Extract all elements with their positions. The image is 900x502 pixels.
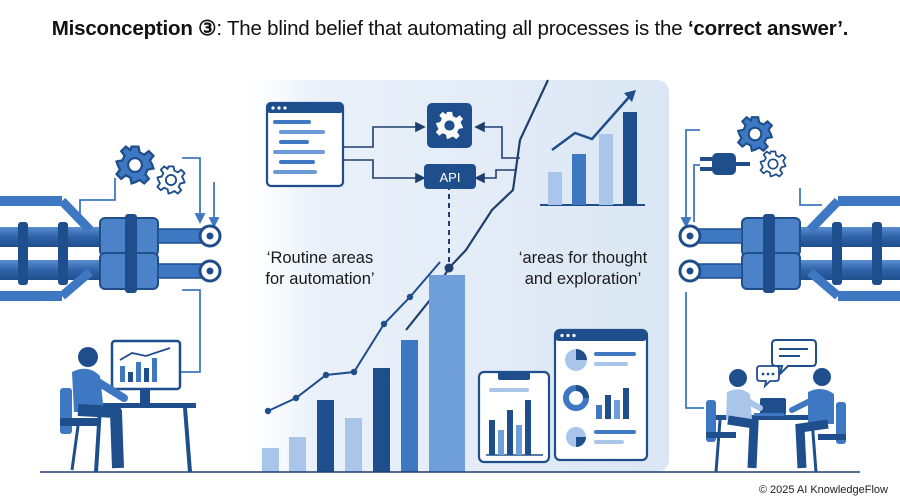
- rising-bar-chart: [262, 261, 465, 472]
- dashboard-window: [553, 328, 649, 462]
- routine-label-line1: ‘Routine areas: [266, 249, 374, 267]
- code-window-icon: [265, 101, 345, 188]
- copyright-footer: © 2025 AI KnowledgeFlow: [758, 484, 888, 496]
- gear-icon: [759, 150, 787, 178]
- gear-icon: [737, 116, 773, 152]
- dashboard-tablet: [477, 370, 551, 464]
- title-emphasis: ‘correct answer’: [687, 17, 843, 40]
- page-title: Misconception ③: The blind belief that a…: [0, 16, 900, 41]
- chat-bubble-icon: [756, 339, 817, 389]
- gear-icon: [156, 165, 186, 195]
- growth-chart-top: [540, 90, 645, 206]
- api-connectors: [343, 121, 520, 184]
- title-suffix: .: [842, 17, 849, 40]
- people-meeting: [706, 368, 846, 473]
- right-pipe-connector: [678, 196, 900, 301]
- routine-areas-label: ‘Routine areas for automation’: [250, 248, 390, 290]
- thought-label-line1: ‘areas for thought: [518, 249, 648, 267]
- right-signal-lines: [680, 129, 822, 409]
- routine-label-line2: for automation’: [265, 270, 375, 288]
- thought-label-line2: and exploration’: [524, 270, 642, 288]
- gear-icon: [115, 145, 155, 185]
- left-signal-lines: [79, 157, 220, 373]
- title-prefix: Misconception ③: [51, 17, 217, 40]
- api-label: API: [440, 170, 461, 185]
- api-box-icon: [424, 103, 476, 189]
- person-at-desk: [60, 339, 196, 473]
- plug-icon: [700, 153, 750, 175]
- thought-areas-label: ‘areas for thought and exploration’: [498, 248, 668, 290]
- title-middle: : The blind belief that automating all p…: [216, 17, 688, 40]
- left-pipe-connector: [0, 196, 222, 301]
